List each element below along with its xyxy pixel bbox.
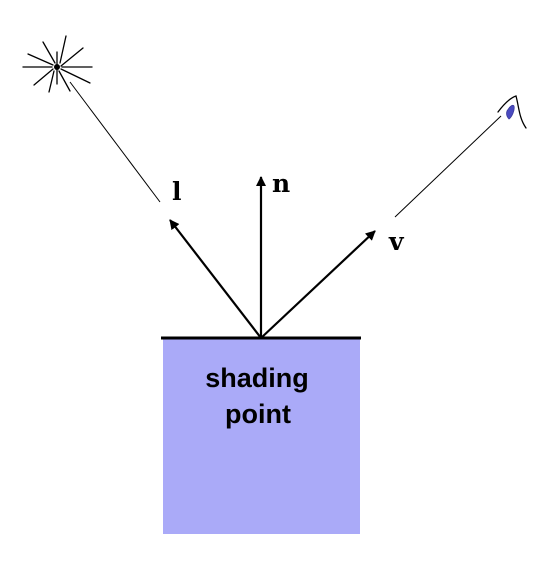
- point-label: point: [225, 399, 291, 429]
- light-vector-arrow: [169, 219, 262, 339]
- normal-vector-label: n: [272, 169, 290, 198]
- view-vector-arrow: [260, 230, 376, 339]
- light-source-icon: [22, 35, 93, 93]
- light-vector-label: l: [172, 177, 182, 206]
- eye-icon: [497, 95, 527, 129]
- view-vector-label: v: [388, 227, 405, 256]
- shading-point-block: [163, 338, 360, 534]
- view-guide-line: [394, 115, 502, 218]
- shading-label: shading: [205, 363, 309, 393]
- light-guide-line: [69, 81, 161, 203]
